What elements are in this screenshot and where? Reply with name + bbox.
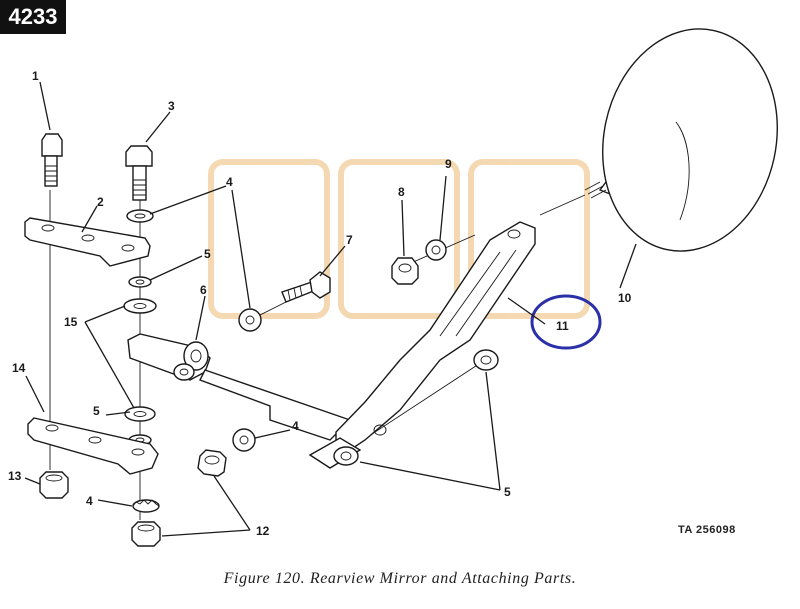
link-arm-part-6 bbox=[127, 333, 352, 441]
lockwasher-part-4 bbox=[238, 308, 262, 332]
ta-reference-number: TA 256098 bbox=[678, 524, 736, 536]
callout-2: 2 bbox=[97, 195, 104, 209]
nut-part-13 bbox=[39, 471, 69, 499]
callout-10: 10 bbox=[618, 291, 632, 305]
mirror-arm-part-11 bbox=[308, 221, 536, 469]
callout-6: 6 bbox=[200, 283, 207, 297]
callout-12: 12 bbox=[256, 524, 270, 538]
bolt-part-3 bbox=[125, 145, 153, 201]
callout-7: 7 bbox=[346, 233, 353, 247]
bracket-part-14 bbox=[27, 417, 159, 475]
page-number-badge: 4233 bbox=[0, 0, 66, 34]
callout-5-upper: 5 bbox=[204, 247, 211, 261]
callout-1: 1 bbox=[32, 69, 39, 83]
leader-lines bbox=[24, 81, 637, 537]
callout-9: 9 bbox=[445, 157, 452, 171]
nut-part-8 bbox=[391, 257, 419, 285]
bolt-part-7 bbox=[281, 271, 331, 303]
callout-5-lower: 5 bbox=[504, 485, 511, 499]
callout-14: 14 bbox=[12, 361, 26, 375]
callout-labels: 1 2 3 4 5 6 7 8 9 10 11 15 14 5 4 13 4 1… bbox=[8, 69, 632, 538]
callout-4-middle: 4 bbox=[292, 419, 299, 433]
callout-15: 15 bbox=[64, 315, 78, 329]
figure-caption: Figure 120. Rearview Mirror and Attachin… bbox=[223, 570, 577, 587]
watermark bbox=[208, 159, 590, 319]
mirror-head-part-10 bbox=[584, 28, 778, 252]
bolt-part-1 bbox=[41, 133, 63, 187]
callout-3: 3 bbox=[168, 99, 175, 113]
callout-4-upper: 4 bbox=[226, 175, 233, 189]
callout-13: 13 bbox=[8, 469, 22, 483]
callout-11: 11 bbox=[556, 319, 569, 333]
lockwasher-and-nut-lower bbox=[131, 499, 161, 547]
callout-4-lower: 4 bbox=[86, 494, 93, 508]
bracket-part-2 bbox=[24, 217, 151, 267]
lockwasher-and-nut-middle bbox=[197, 428, 256, 477]
highlight-circle bbox=[530, 294, 602, 350]
lockwasher-part-9 bbox=[425, 239, 447, 261]
callout-8: 8 bbox=[398, 185, 405, 199]
callout-5-middle: 5 bbox=[93, 404, 100, 418]
